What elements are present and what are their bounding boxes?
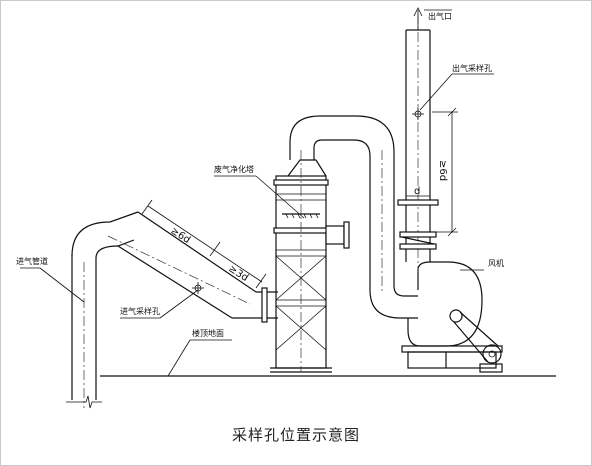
stack-dimension: ≥6d d	[406, 107, 458, 237]
exhaust-stack	[397, 7, 439, 272]
waste-gas-tower-label: 废气净化塔	[214, 164, 254, 174]
leader-lines	[20, 9, 494, 377]
crossover-duct	[289, 115, 418, 319]
inlet-sampling-port-label: 进气采样孔	[120, 306, 160, 316]
outlet-label: 出气口	[428, 11, 452, 21]
six-d-label: ≥6d	[168, 225, 192, 246]
roof-ground-label: 楼顶地面	[192, 328, 224, 338]
figure-caption: 采样孔位置示意图	[231, 426, 360, 444]
inlet-sampling-port	[192, 282, 204, 294]
three-d-label: ≥3d	[226, 263, 250, 284]
purification-tower	[270, 150, 350, 373]
fan	[401, 261, 503, 373]
inlet-duct-label: 进气管道	[16, 256, 48, 266]
fan-label: 风机	[488, 258, 504, 268]
inlet-dimension: ≥6d ≥3d	[141, 199, 267, 289]
inlet-duct	[66, 211, 278, 409]
outlet-sampling-port-label: 出气采样孔	[452, 63, 492, 73]
stack-six-d-label: ≥6d	[437, 160, 448, 181]
outlet-sampling-port	[412, 108, 424, 120]
d-label: d	[414, 186, 420, 197]
